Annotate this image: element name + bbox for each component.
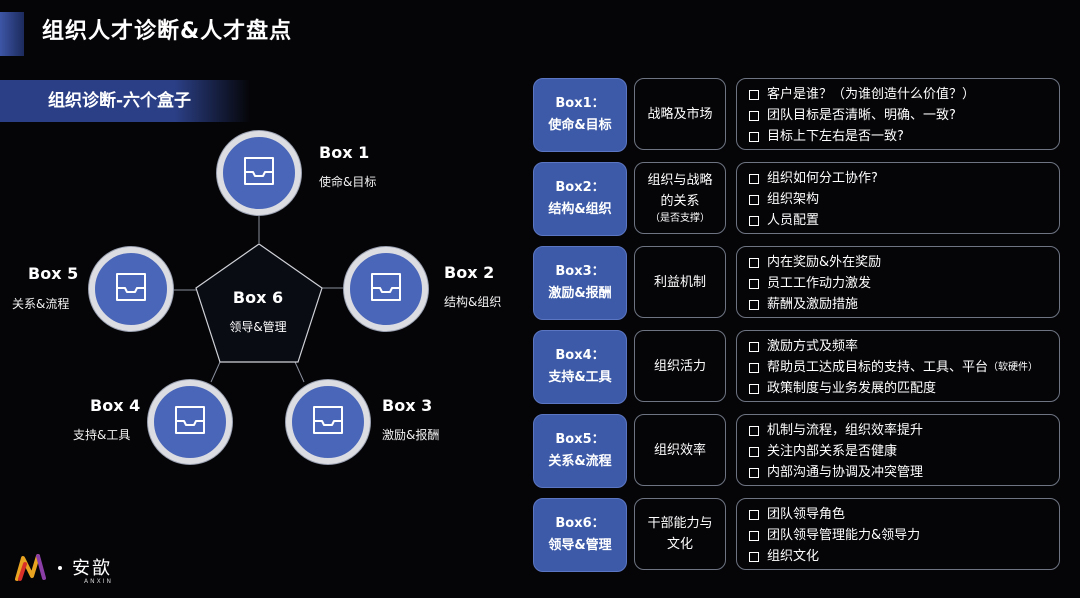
checkbox-square-icon (749, 509, 759, 520)
box6-sub: 领导&管理 (229, 320, 287, 334)
row-box-label: Box4： 支持&工具 (533, 330, 627, 404)
list-item: 激励方式及频率 (749, 336, 1059, 357)
row-box4: Box4： 支持&工具 组织活力 激励方式及频率 帮助员工达成目标的支持、工具、… (533, 330, 1060, 404)
checkbox-square-icon (749, 383, 759, 394)
brand-n-logo-icon (14, 552, 50, 582)
row-topic: 干部能力与 文化 (634, 498, 726, 570)
row-box-label: Box3： 激励&报酬 (533, 246, 627, 320)
box4-sub: 支持&工具 (73, 428, 131, 442)
row-items: 组织如何分工协作? 组织架构 人员配置 (736, 162, 1060, 234)
list-item: 帮助员工达成目标的支持、工具、平台（软硬件） (749, 357, 1059, 378)
row-topic: 战略及市场 (634, 78, 726, 150)
inbox-tray-icon (310, 405, 346, 439)
checkbox-square-icon (749, 110, 759, 121)
title-accent-bar (0, 12, 24, 56)
inbox-tray-icon (113, 272, 149, 306)
box1-circle (217, 131, 301, 215)
row-items: 激励方式及频率 帮助员工达成目标的支持、工具、平台（软硬件） 政策制度与业务发展… (736, 330, 1060, 402)
row-items: 团队领导角色 团队领导管理能力&领导力 组织文化 (736, 498, 1060, 570)
row-topic: 组织效率 (634, 414, 726, 486)
checkbox-square-icon (749, 362, 759, 373)
checkbox-square-icon (749, 131, 759, 142)
list-item: 政策制度与业务发展的匹配度 (749, 378, 1059, 399)
box3-circle (286, 380, 370, 464)
six-box-diagram: Box 1 使命&目标 Box 2 结构&组织 Box 3 激励&报酬 Box … (0, 0, 520, 598)
box5-circle (89, 247, 173, 331)
list-item: 团队领导管理能力&领导力 (749, 525, 1059, 546)
list-item: 关注内部关系是否健康 (749, 441, 1059, 462)
box4-circle (148, 380, 232, 464)
row-box3: Box3： 激励&报酬 利益机制 内在奖励&外在奖励 员工工作动力激发 薪酬及激… (533, 246, 1060, 320)
checkbox-square-icon (749, 194, 759, 205)
row-box-label: Box2： 结构&组织 (533, 162, 627, 236)
row-topic: 组织与战略 的关系 （是否支撑） (634, 162, 726, 234)
row-topic: 组织活力 (634, 330, 726, 402)
box1-sub: 使命&目标 (319, 175, 377, 189)
row-box5: Box5： 关系&流程 组织效率 机制与流程，组织效率提升 关注内部关系是否健康… (533, 414, 1060, 488)
row-items: 机制与流程，组织效率提升 关注内部关系是否健康 内部沟通与协调及冲突管理 (736, 414, 1060, 486)
checkbox-square-icon (749, 299, 759, 310)
row-box-label: Box5： 关系&流程 (533, 414, 627, 488)
section-label: 组织诊断-六个盒子 (0, 80, 250, 122)
row-box-label: Box6： 领导&管理 (533, 498, 627, 572)
row-items: 客户是谁？（为谁创造什么价值？） 团队目标是否清晰、明确、一致? 目标上下左右是… (736, 78, 1060, 150)
list-item: 薪酬及激励措施 (749, 294, 1059, 315)
box3-title: Box 3 (382, 396, 433, 415)
row-box2: Box2： 结构&组织 组织与战略 的关系 （是否支撑） 组织如何分工协作? 组… (533, 162, 1060, 236)
box1-title: Box 1 (319, 143, 370, 162)
row-box6: Box6： 领导&管理 干部能力与 文化 团队领导角色 团队领导管理能力&领导力… (533, 498, 1060, 572)
list-item: 人员配置 (749, 210, 1059, 231)
checkbox-square-icon (749, 341, 759, 352)
checkbox-square-icon (749, 257, 759, 268)
box4-title: Box 4 (90, 396, 141, 415)
section-label-text: 组织诊断-六个盒子 (48, 91, 192, 111)
list-item: 目标上下左右是否一致? (749, 126, 1059, 147)
center-pentagon (195, 243, 323, 363)
page-title: 组织人才诊断&人才盘点 (42, 19, 293, 44)
diagram-connectors (171, 210, 346, 383)
box5-sub: 关系&流程 (12, 297, 70, 311)
list-item: 内部沟通与协调及冲突管理 (749, 462, 1059, 483)
box2-sub: 结构&组织 (444, 295, 502, 309)
checkbox-square-icon (749, 425, 759, 436)
box5-title: Box 5 (28, 264, 79, 283)
checkbox-square-icon (749, 530, 759, 541)
list-item: 员工工作动力激发 (749, 273, 1059, 294)
list-item: 机制与流程，组织效率提升 (749, 420, 1059, 441)
box3-sub: 激励&报酬 (382, 428, 440, 442)
row-topic: 利益机制 (634, 246, 726, 318)
checkbox-square-icon (749, 278, 759, 289)
logo-text-en: ANXIN (84, 578, 113, 585)
inbox-tray-icon (241, 156, 277, 190)
list-item: 客户是谁？（为谁创造什么价值？） (749, 84, 1059, 105)
list-item: 团队领导角色 (749, 504, 1059, 525)
inbox-tray-icon (368, 272, 404, 306)
list-item: 内在奖励&外在奖励 (749, 252, 1059, 273)
list-item: 组织如何分工协作? (749, 168, 1059, 189)
box6-title: Box 6 (232, 288, 284, 307)
row-box-label: Box1： 使命&目标 (533, 78, 627, 152)
checkbox-square-icon (749, 89, 759, 100)
inbox-tray-icon (172, 405, 208, 439)
logo-text-cn: 安歆 (72, 558, 112, 579)
checkbox-square-icon (749, 446, 759, 457)
checkbox-square-icon (749, 467, 759, 478)
checkbox-square-icon (749, 551, 759, 562)
row-box1: Box1： 使命&目标 战略及市场 客户是谁？（为谁创造什么价值？） 团队目标是… (533, 78, 1060, 152)
list-item: 团队目标是否清晰、明确、一致? (749, 105, 1059, 126)
box2-title: Box 2 (444, 263, 495, 282)
checkbox-square-icon (749, 215, 759, 226)
box2-circle (344, 247, 428, 331)
logo-dot (58, 566, 62, 570)
row-items: 内在奖励&外在奖励 员工工作动力激发 薪酬及激励措施 (736, 246, 1060, 318)
list-item: 组织架构 (749, 189, 1059, 210)
checkbox-square-icon (749, 173, 759, 184)
list-item: 组织文化 (749, 546, 1059, 567)
